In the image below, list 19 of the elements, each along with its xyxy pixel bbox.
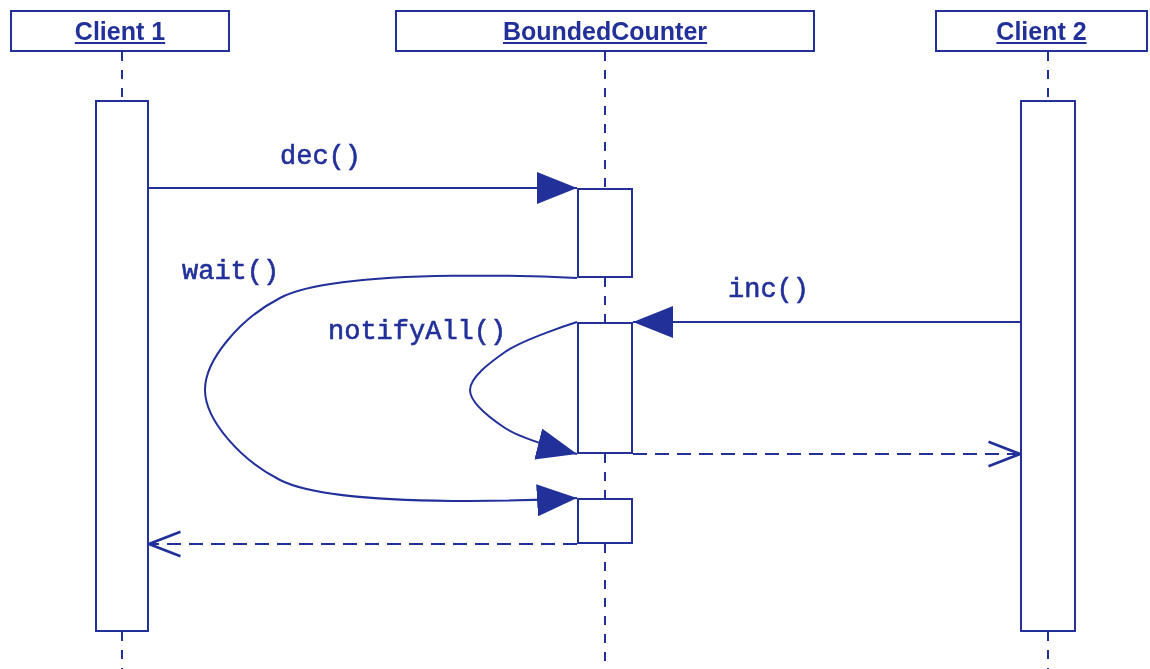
activation-bar xyxy=(95,100,149,632)
lifeline xyxy=(604,51,606,189)
activation-bar xyxy=(577,322,633,454)
message-arrow xyxy=(632,306,1021,338)
lifeline-header xyxy=(395,10,815,52)
activation-bar xyxy=(1020,100,1076,632)
message-arrow xyxy=(148,172,578,204)
lifeline xyxy=(604,277,606,323)
lifeline-header xyxy=(10,10,230,52)
message-arrow xyxy=(204,274,578,517)
lifeline-header xyxy=(935,10,1148,52)
message-arrow xyxy=(469,321,578,460)
lifeline xyxy=(604,453,606,499)
participant-name: Client 2 xyxy=(996,16,1087,46)
participant-name: Client 1 xyxy=(74,16,166,46)
activation-bar xyxy=(577,188,633,278)
participant-name: BoundedCounter xyxy=(502,16,708,46)
activation-bar xyxy=(577,498,633,544)
return-arrow xyxy=(632,440,1022,468)
